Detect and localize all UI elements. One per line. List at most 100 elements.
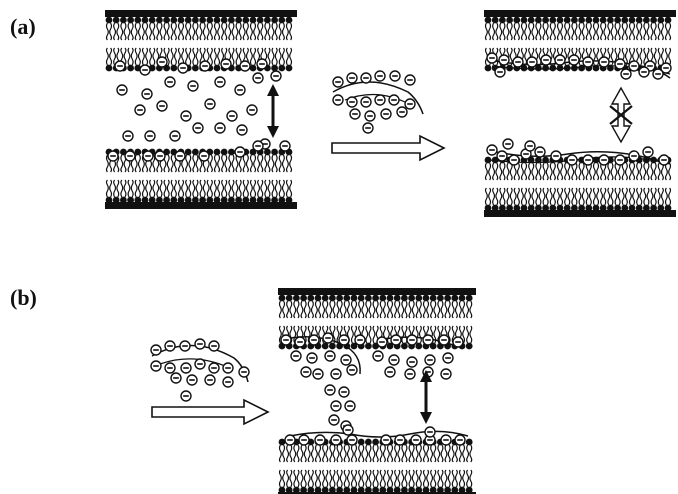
lipid-unit: [578, 188, 585, 211]
lipid-unit: [636, 17, 643, 40]
lipid-unit: [513, 17, 520, 40]
anion-icon: [569, 55, 579, 65]
anion-icon: [223, 377, 233, 387]
anion-icon: [499, 55, 509, 65]
anion-icon: [313, 369, 323, 379]
lipid-unit: [142, 17, 149, 40]
lipid-unit: [286, 149, 293, 172]
anion-icon: [390, 71, 400, 81]
lipid-unit: [134, 180, 141, 203]
anion-icon: [583, 57, 593, 67]
anion-icon: [143, 151, 153, 161]
lipid-unit: [657, 17, 664, 40]
anion-icon: [239, 367, 249, 377]
lipid-unit: [451, 295, 458, 318]
lipid-unit: [322, 470, 329, 493]
anion-icon: [295, 337, 305, 347]
anion-icon: [205, 375, 215, 385]
anion-icon: [345, 401, 355, 411]
lipid-unit: [423, 470, 430, 493]
lipid-unit: [542, 157, 549, 180]
anion-icon: [365, 111, 375, 121]
anion-icon: [567, 155, 577, 165]
anion-icon: [175, 151, 185, 161]
lipid-unit: [415, 470, 422, 493]
anion-icon: [397, 107, 407, 117]
lipid-unit: [250, 17, 257, 40]
anion-icon: [291, 351, 301, 361]
lipid-unit: [242, 180, 249, 203]
anion-icon: [503, 139, 513, 149]
lipid-unit: [466, 439, 473, 462]
lipid-unit: [387, 295, 394, 318]
anion-icon: [331, 401, 341, 411]
lipid-unit: [279, 470, 286, 493]
lipid-unit: [351, 295, 358, 318]
lipid-unit: [214, 48, 221, 71]
lipid-unit: [279, 439, 286, 462]
anion-icon: [381, 109, 391, 119]
lipid-unit: [257, 149, 264, 172]
lipid-unit: [372, 295, 379, 318]
anion-icon: [453, 337, 463, 347]
anion-icon: [527, 57, 537, 67]
lipid-unit: [578, 17, 585, 40]
lipid-unit: [170, 17, 177, 40]
lipid-unit: [120, 149, 127, 172]
anion-icon: [307, 353, 317, 363]
lipid-unit: [643, 188, 650, 211]
lipid-unit: [358, 295, 365, 318]
anion-icon: [377, 337, 387, 347]
lipid-unit: [221, 180, 228, 203]
lipid-unit: [650, 188, 657, 211]
anion-icon: [188, 81, 198, 91]
lipid-unit: [322, 295, 329, 318]
anion-icon: [151, 345, 161, 355]
anion-icon: [108, 151, 118, 161]
lipid-unit: [466, 295, 473, 318]
anion-icon: [443, 353, 453, 363]
anion-icon: [355, 335, 365, 345]
lipid-unit: [214, 17, 221, 40]
lipid-unit: [535, 157, 542, 180]
lipid-unit: [521, 17, 528, 40]
anion-icon: [487, 145, 497, 155]
anion-icon: [583, 155, 593, 165]
anion-icon: [240, 61, 250, 71]
anion-icon: [200, 61, 210, 71]
lipid-unit: [228, 180, 235, 203]
anion-icon: [235, 147, 245, 157]
lipid-unit: [127, 17, 134, 40]
lipid-unit: [466, 326, 473, 349]
anion-icon: [615, 59, 625, 69]
lipid-unit: [307, 295, 314, 318]
lipid-unit: [134, 17, 141, 40]
lipid-unit: [629, 188, 636, 211]
lipid-unit: [437, 295, 444, 318]
anion-icon: [495, 67, 505, 77]
anion-icon: [347, 435, 357, 445]
anion-icon: [347, 73, 357, 83]
lipid-unit: [113, 17, 120, 40]
lipid-unit: [387, 470, 394, 493]
lipid-unit: [113, 180, 120, 203]
lipid-unit: [535, 17, 542, 40]
lipid-unit: [192, 48, 199, 71]
lipid-unit: [315, 470, 322, 493]
lipid-unit: [499, 188, 506, 211]
lipid-unit: [120, 17, 127, 40]
membrane-bottom-b: [278, 439, 476, 494]
lipid-unit: [542, 17, 549, 40]
lipid-unit: [293, 470, 300, 493]
lipid-unit: [365, 470, 372, 493]
lipid-unit: [127, 48, 134, 71]
membrane-edge: [105, 202, 297, 209]
lipid-unit: [665, 188, 672, 211]
lipid-unit: [593, 188, 600, 211]
lipid-unit: [564, 17, 571, 40]
anion-icon: [123, 131, 133, 141]
lipid-unit: [293, 295, 300, 318]
anion-icon: [285, 435, 295, 445]
lipid-unit: [286, 180, 293, 203]
anion-icon: [629, 61, 639, 71]
